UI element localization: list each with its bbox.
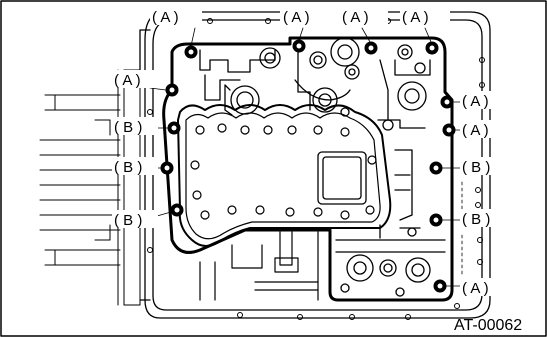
upper-components — [199, 37, 431, 131]
callout-labels: ( A ) ( A ) ( A ) ( A ) ( A ) ( A ) ( A … — [112, 7, 506, 297]
callout-b-left-1: ( B ) — [114, 119, 142, 136]
callout-a-top-3: ( A ) — [402, 9, 429, 26]
housing-holes — [147, 18, 485, 320]
leader-lines — [149, 27, 463, 287]
callout-a-top-2: ( A ) — [342, 9, 369, 26]
callout-a-right-1: ( A ) — [462, 93, 489, 110]
callout-a-top-1: ( A ) — [283, 9, 310, 26]
callout-a-bottom-right: ( A ) — [462, 280, 489, 297]
callout-b-right: ( B ) — [462, 159, 490, 176]
separator-plate — [177, 104, 392, 247]
valve-body-outline — [162, 36, 454, 302]
bolts — [160, 39, 456, 293]
callout-b-left-2: ( B ) — [114, 159, 142, 176]
callout-a-left: ( A ) — [114, 72, 141, 89]
lower-components — [335, 149, 446, 297]
callout-a-top-left: ( A ) — [152, 9, 179, 26]
filter-screen — [317, 151, 367, 205]
callout-a-right-2: ( A ) — [462, 122, 489, 139]
figure-id: AT-00062 — [454, 317, 522, 334]
plate-holes — [190, 123, 377, 220]
callout-b-left-3: ( B ) — [114, 212, 142, 229]
bottom-linkage — [199, 231, 319, 301]
transmission-housing — [139, 11, 491, 319]
callout-b-right-low: ( B ) — [462, 211, 490, 228]
left-case-section — [39, 69, 141, 306]
